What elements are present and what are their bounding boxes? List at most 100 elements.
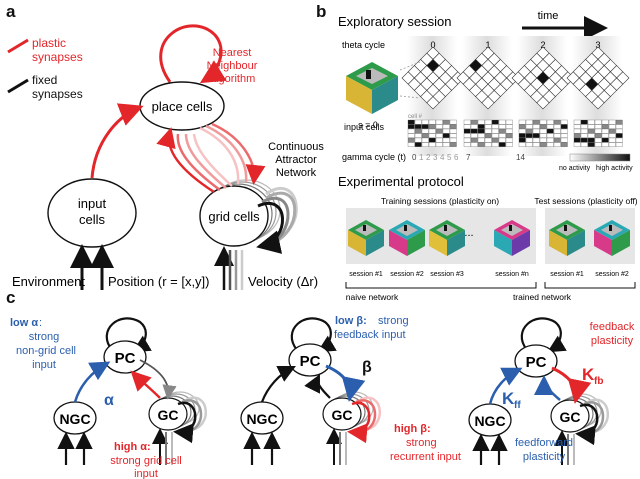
panel-c2: PC NGC GC (240, 315, 461, 465)
nna-label-2: Neighbour (207, 60, 258, 72)
svg-text:2: 2 (426, 153, 431, 162)
theta-0: 0 (430, 40, 435, 50)
svg-text:7: 7 (466, 153, 471, 162)
cell-hash-label: cell # (408, 114, 423, 120)
theta-grid-3 (566, 46, 630, 110)
theta-label: theta cycle (342, 40, 385, 50)
session-icon-3 (494, 220, 530, 256)
session-icons (348, 220, 630, 256)
c1-high-alpha: high α: (114, 441, 151, 453)
panel-c: PC NGC GC (10, 315, 635, 479)
exploratory-title: Exploratory session (338, 14, 451, 29)
theta-2: 2 (540, 40, 545, 50)
panel-b-letter: b (316, 2, 327, 21)
test-title: Test sessions (plasticity off) (534, 196, 637, 206)
input-cells-label-2: cells (79, 212, 106, 227)
c3-feedback-plasticity-1: feedback (590, 321, 635, 333)
place-cells-label: place cells (152, 99, 213, 114)
velocity-label: Velocity (Δr) (248, 274, 318, 289)
training-session-n: session #n (495, 271, 529, 278)
panel-c3: PC NGC GC (468, 317, 635, 465)
session-icon-1 (389, 220, 425, 256)
c2-ngc-label: NGC (246, 411, 277, 427)
c2-low-beta-text-2: feedback input (334, 329, 406, 341)
c3-kfb-sub: fb (594, 376, 603, 387)
theta-1: 1 (485, 40, 490, 50)
c3-ngc-label: NGC (474, 413, 505, 429)
session-icon-4 (549, 220, 585, 256)
c3-kff-sub: ff (514, 400, 521, 411)
panel-a: plastic synapses fixed synapses Nearest … (7, 24, 324, 290)
test-session-2: session #2 (595, 271, 629, 278)
c2-recurrent (347, 396, 381, 444)
c3-ngc-pc-arrow (488, 367, 523, 405)
theta-grid-1 (456, 46, 520, 110)
can-recurrent-loops (256, 186, 298, 254)
theta-3: 3 (595, 40, 600, 50)
training-ellipsis: ... (464, 227, 473, 239)
theta-grids (399, 46, 630, 110)
panel-c1: PC NGC GC (10, 317, 207, 479)
no-activity-label: no activity (559, 165, 591, 172)
training-session-2: session #2 (390, 271, 424, 278)
svg-text:6: 6 (454, 153, 459, 162)
c3-pc-label: PC (526, 354, 547, 371)
activity-colorbar (569, 153, 631, 162)
c1-low-alpha-text-3: input (32, 359, 56, 371)
grid-cells-label: grid cells (208, 209, 260, 224)
c3-feedback-arrow (551, 366, 592, 404)
naive-label: naive network (346, 292, 399, 302)
input-cells-label-1: input (78, 196, 107, 211)
gamma-label: gamma cycle (t) (342, 152, 406, 162)
legend-plastic-1: plastic (32, 36, 66, 50)
c1-low-alpha: low α (10, 317, 38, 329)
svg-text:4: 4 (440, 153, 445, 162)
c3-gc-pc-arrow (534, 375, 561, 401)
svg-text:1: 1 (419, 153, 424, 162)
c3-feedforward-plasticity-1: feedforward (515, 437, 573, 449)
theta-grid-2 (511, 46, 575, 110)
svg-text:5: 5 (447, 153, 452, 162)
can-label-3: Network (276, 167, 317, 179)
legend-fixed-2: synapses (32, 87, 83, 101)
panel-c-letter: c (6, 288, 16, 307)
environment-box-b (346, 62, 398, 114)
c3-feedback-plasticity-2: plasticity (591, 335, 634, 347)
c3-feedforward-plasticity-2: plasticity (523, 451, 566, 463)
grid-to-place-arrows (156, 127, 233, 194)
place-to-grid-arrows (199, 122, 266, 185)
input-cells-label-b: input cells (344, 122, 385, 132)
test-session-1: session #1 (550, 271, 584, 278)
c2-pc-label: PC (300, 353, 321, 370)
nna-label-3: Algorithm (209, 73, 255, 85)
nna-label-1: Nearest (213, 47, 252, 59)
training-title: Training sessions (plasticity on) (381, 196, 499, 206)
c1-pc-label: PC (115, 350, 136, 367)
c3-kfb: K (582, 365, 595, 384)
can-label-1: Continuous (268, 141, 324, 153)
session-icon-5 (594, 220, 630, 256)
c2-low-beta-text-1: strong (378, 315, 409, 327)
environment-label: Environment (12, 274, 85, 289)
c1-high-alpha-text-2: input (134, 468, 158, 479)
session-icon-2 (429, 220, 465, 256)
c2-beta: β (362, 359, 372, 376)
legend-fixed-1: fixed (32, 73, 57, 87)
c2-gc-label: GC (332, 407, 353, 423)
velocity-arrows (214, 246, 244, 290)
position-label: Position (r = [x,y]) (108, 274, 210, 289)
c2-feedback-arrow (325, 364, 366, 402)
c2-low-beta: low β: (335, 315, 367, 327)
input-to-place-arrow (90, 103, 144, 179)
c2-high-beta-text-2: recurrent input (390, 451, 461, 463)
can-label-2: Attractor (275, 154, 317, 166)
c2-high-beta-text-1: strong (406, 437, 437, 449)
c3-gc-label: GC (560, 409, 581, 425)
trained-label: trained network (513, 292, 572, 302)
c1-low-alpha-text-2: non-grid cell (16, 345, 76, 357)
protocol-title: Experimental protocol (338, 174, 464, 189)
training-session-3: session #3 (430, 271, 464, 278)
svg-text:14: 14 (516, 153, 525, 162)
c1-recurrent (173, 396, 207, 444)
